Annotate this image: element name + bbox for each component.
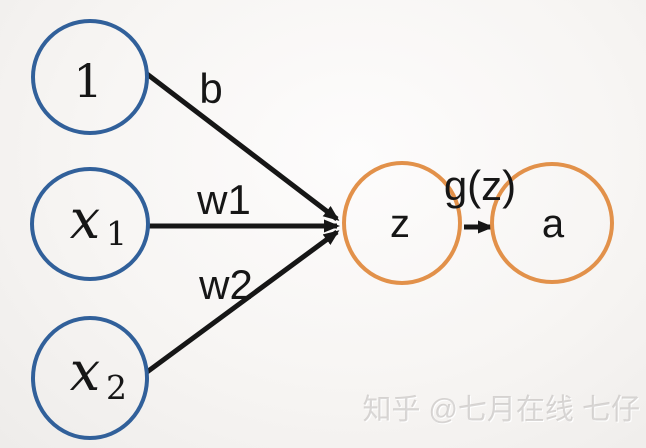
node-a-label: a [542,202,565,246]
edge-x2-to-z [145,229,340,375]
node-bias-label: 1 [73,54,102,108]
node-x2-label-sub: 2 [106,368,127,407]
edge-bias-to-z [145,72,340,221]
edge-label-gz: g(z) [444,162,516,209]
node-x1-label-sub: 1 [106,214,127,253]
node-x2-label-base: x [70,340,100,403]
node-z-circle [342,161,462,285]
watermark-text: 知乎 @七月在线 七仔 [362,394,640,426]
node-bias-circle [31,19,149,135]
node-a-circle [490,162,614,284]
edge-label-w2: w2 [198,261,253,308]
node-z-label: z [390,202,410,246]
edge-label-w1: w1 [196,176,251,223]
edge-label-b: b [199,65,222,112]
node-x1-circle [30,167,150,281]
node-x2-circle [31,316,149,440]
node-x1-label-base: x [70,188,100,251]
